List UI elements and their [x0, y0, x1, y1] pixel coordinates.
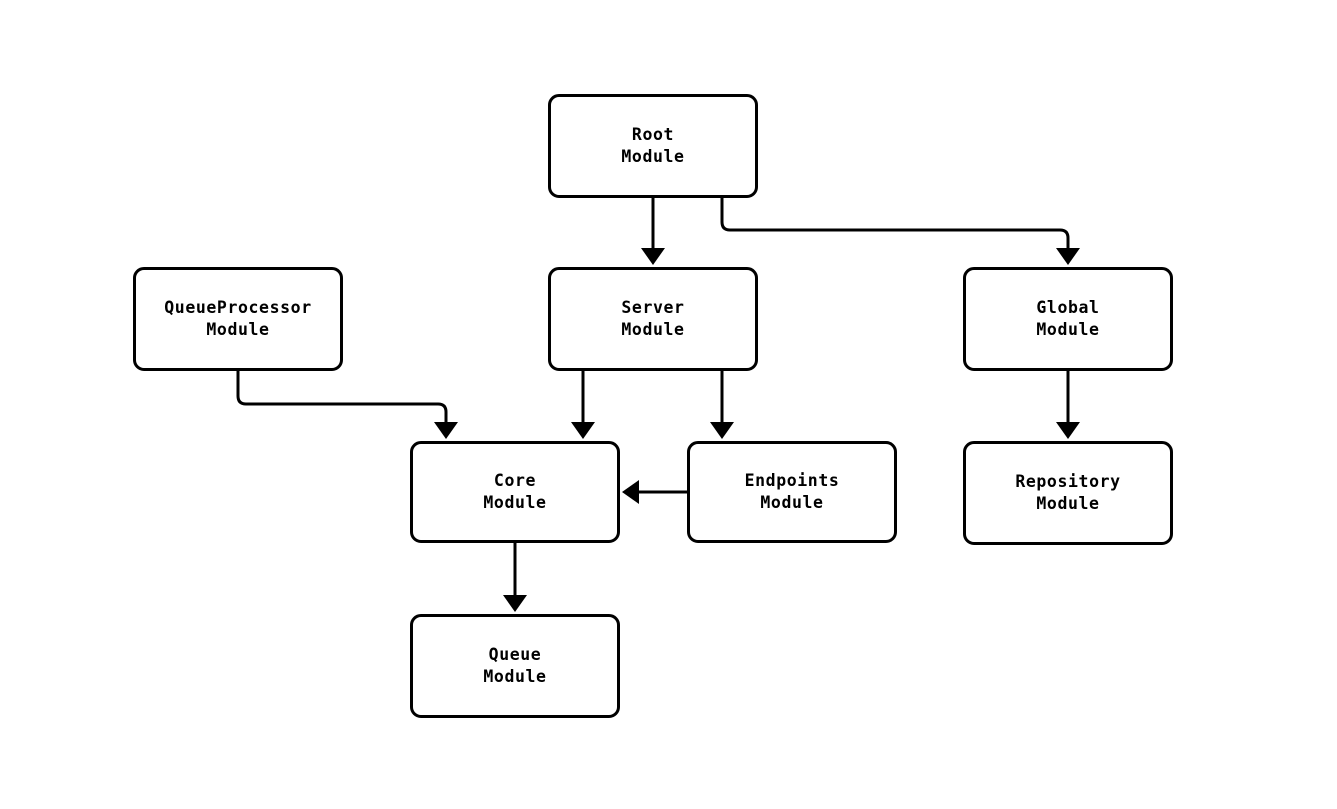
- arrowhead-endpoints-to-core: [622, 480, 639, 504]
- node-queueprocessor-suffix: Module: [206, 320, 270, 339]
- node-core-suffix: Module: [483, 493, 547, 512]
- node-global-suffix: Module: [1036, 320, 1100, 339]
- arrowhead-root-to-server: [641, 248, 665, 265]
- arrowhead-core-to-queue: [503, 595, 527, 612]
- arrowhead-server-to-endpoints: [710, 422, 734, 439]
- arrowhead-server-to-core: [571, 422, 595, 439]
- node-queue-name: Queue: [488, 645, 542, 664]
- node-server-suffix: Module: [621, 320, 685, 339]
- node-root-suffix: Module: [621, 147, 685, 166]
- node-core-name: Core: [493, 471, 537, 490]
- node-root-name: Root: [631, 125, 675, 144]
- edge-root-to-global: [720, 198, 1070, 261]
- node-repository-suffix: Module: [1036, 494, 1100, 513]
- node-server-name: Server: [621, 298, 685, 317]
- edge-queueprocessor-to-core: [236, 371, 448, 435]
- arrowhead-queueprocessor-to-core: [434, 422, 458, 439]
- node-global-name: Global: [1036, 298, 1100, 317]
- node-endpoints-suffix: Module: [760, 493, 824, 512]
- node-queueprocessor-name: QueueProcessor: [164, 298, 312, 317]
- arrowhead-root-to-global: [1056, 248, 1080, 265]
- node-repository-name: Repository: [1015, 472, 1121, 491]
- node-queue-suffix: Module: [483, 667, 547, 686]
- arrowhead-global-to-repository: [1056, 422, 1080, 439]
- node-endpoints-name: Endpoints: [744, 471, 840, 490]
